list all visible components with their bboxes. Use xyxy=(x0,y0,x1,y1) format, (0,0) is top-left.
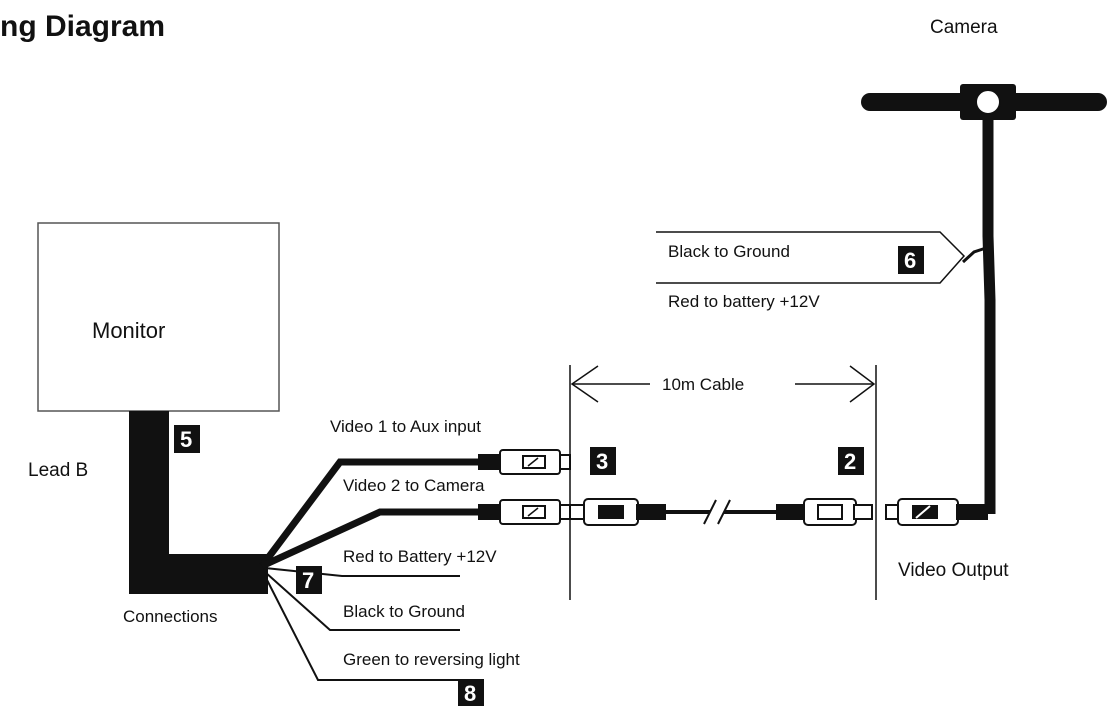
marker-6: 6 xyxy=(904,248,916,273)
monitor-label: Monitor xyxy=(92,318,165,343)
marker-5-box xyxy=(174,425,200,453)
marker-3-box xyxy=(590,447,616,475)
marker-2-box xyxy=(838,447,864,475)
camera-red-label: Red to battery +12V xyxy=(668,292,820,311)
marker-6-box xyxy=(898,246,924,274)
marker-7: 7 xyxy=(302,568,314,593)
red-label: Red to Battery +12V xyxy=(343,547,497,566)
video1-label: Video 1 to Aux input xyxy=(330,417,481,436)
video-output-plug xyxy=(885,498,988,526)
marker-5: 5 xyxy=(180,427,192,452)
camera-label: Camera xyxy=(930,17,998,38)
connections-label: Connections xyxy=(123,607,218,626)
black-label: Black to Ground xyxy=(343,602,465,621)
video2-label: Video 2 to Camera xyxy=(343,476,485,495)
video-leads xyxy=(259,458,500,570)
rca-plug-video1 xyxy=(478,449,571,475)
marker-3: 3 xyxy=(596,449,608,474)
camera-cable xyxy=(982,118,996,514)
cable-label: 10m Cable xyxy=(662,375,744,394)
power-leads xyxy=(264,567,460,681)
camera-power-split xyxy=(961,246,987,264)
extension-cable xyxy=(569,498,873,526)
marker-2: 2 xyxy=(844,449,856,474)
camera xyxy=(861,84,1107,120)
lead-b-cable xyxy=(129,411,268,594)
camera-power-wires xyxy=(656,231,966,284)
marker-8: 8 xyxy=(464,681,476,706)
video-output-label: Video Output xyxy=(898,560,1009,581)
cable-dimension xyxy=(569,365,877,600)
diagram-title: ng Diagram xyxy=(0,10,165,43)
camera-black-label: Black to Ground xyxy=(668,242,790,261)
green-label: Green to reversing light xyxy=(343,650,520,669)
monitor xyxy=(37,222,280,412)
marker-7-box xyxy=(296,566,322,594)
lead-b-label: Lead B xyxy=(28,460,88,481)
marker-8-box xyxy=(458,679,484,706)
rca-plug-video2 xyxy=(478,499,571,525)
